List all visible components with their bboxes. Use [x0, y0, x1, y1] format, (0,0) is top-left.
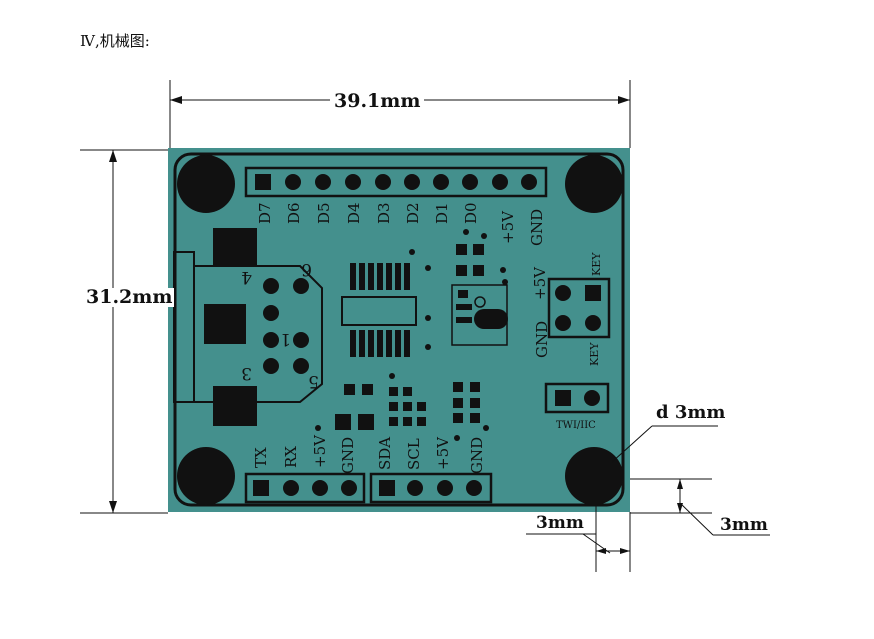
pin-label-d5: D5 — [315, 202, 333, 224]
height-dimension-label: 31.2mm — [84, 286, 175, 308]
pin-label-gnd-bottom-right: GND — [468, 437, 486, 474]
main-ic — [341, 249, 431, 357]
connector-label-6: 6 — [301, 259, 312, 279]
hole-offset-y-label: 3mm — [720, 515, 768, 535]
hole-diameter-label: d 3mm — [656, 402, 726, 423]
pin-label-5v-bottom-left: +5V — [311, 434, 329, 468]
pin-label-d6: D6 — [285, 202, 303, 224]
passive-components — [451, 229, 508, 346]
pin-label-d0: D0 — [462, 202, 480, 224]
twi-connector — [544, 382, 610, 414]
connector-label-3: 3 — [241, 363, 252, 383]
top-header — [244, 166, 548, 198]
pin-label-gnd-top: GND — [528, 209, 546, 246]
pin-label-d4: D4 — [345, 202, 363, 224]
pin-label-d7: D7 — [256, 202, 274, 224]
power-key-bottom-label: KEY — [588, 342, 601, 366]
mounting-hole-top-right — [565, 155, 623, 213]
bottom-right-header — [369, 472, 493, 504]
bottom-left-header — [244, 472, 366, 504]
mounting-hole-bottom-left — [177, 447, 235, 505]
pin-label-tx: TX — [252, 447, 270, 468]
power-key-top-label: KEY — [590, 252, 603, 276]
hole-offset-x-label: 3mm — [536, 513, 584, 533]
pin-label-scl: SCL — [405, 438, 423, 470]
width-dimension-label: 39.1mm — [330, 92, 425, 111]
power-plus-label: +5V — [531, 266, 549, 300]
mounting-hole-top-left — [177, 155, 235, 213]
twi-label: TWI/IIC — [556, 420, 596, 431]
pin-label-sda: SDA — [376, 437, 394, 470]
page-heading: Ⅳ,机械图: — [80, 32, 150, 50]
pin-label-d1: D1 — [433, 202, 451, 224]
pin-label-5v-bottom-right: +5V — [434, 436, 452, 470]
pin-label-rx: RX — [282, 446, 300, 468]
pin-label-gnd-bottom-left: GND — [339, 437, 357, 474]
pin-label-5v-top: +5V — [499, 210, 517, 244]
lower-components — [315, 373, 489, 441]
connector-label-4: 4 — [241, 267, 252, 287]
power-connector — [547, 277, 611, 339]
left-connector — [173, 228, 323, 426]
pin-label-d2: D2 — [404, 202, 422, 224]
connector-label-1: 1 — [280, 329, 291, 349]
power-gnd-label: GND — [533, 321, 551, 358]
mounting-hole-bottom-right — [565, 447, 623, 505]
pin-label-d3: D3 — [375, 202, 393, 224]
connector-label-5: 5 — [308, 371, 319, 391]
